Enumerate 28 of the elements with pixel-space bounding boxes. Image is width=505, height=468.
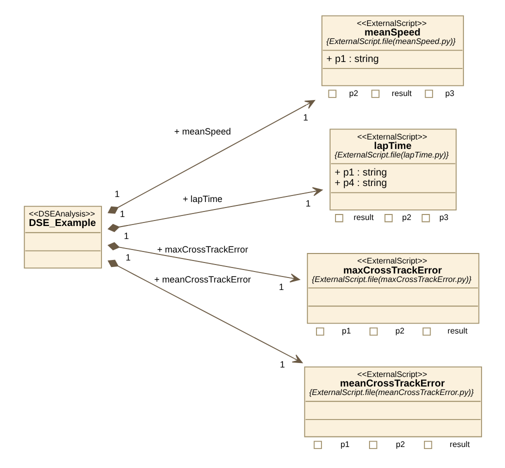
node-label: p3 (445, 88, 454, 98)
node-label: p1 (340, 440, 350, 449)
arrow (108, 260, 303, 364)
node-label: p2 (402, 213, 412, 222)
label: 1 (114, 189, 120, 200)
node-label: p2 (349, 88, 358, 98)
label: 1 (120, 209, 125, 220)
node-label: p2 (395, 326, 404, 336)
edge-label: + meanSpeed (174, 126, 231, 137)
arrow (108, 187, 323, 232)
label: 1 (278, 282, 284, 292)
label: 1 (124, 231, 129, 242)
arrow (108, 242, 300, 282)
node-label: result (392, 88, 412, 98)
node-label: p2 (396, 440, 405, 449)
label: 1 (126, 252, 131, 263)
edge-label: + meanCrossTrackError (154, 274, 251, 285)
label: 1 (280, 360, 285, 370)
label: 1 (303, 112, 308, 123)
node-label: p3 (439, 213, 448, 222)
arrow (108, 100, 316, 214)
edge-label: + lapTime (182, 194, 222, 204)
label: 1 (306, 198, 311, 208)
node-label: result (450, 440, 470, 449)
node-label: result (354, 213, 374, 222)
edge-label: + maxCrossTrackError (157, 244, 248, 255)
node-label: p1 (342, 326, 351, 336)
node-label: result (448, 326, 468, 336)
